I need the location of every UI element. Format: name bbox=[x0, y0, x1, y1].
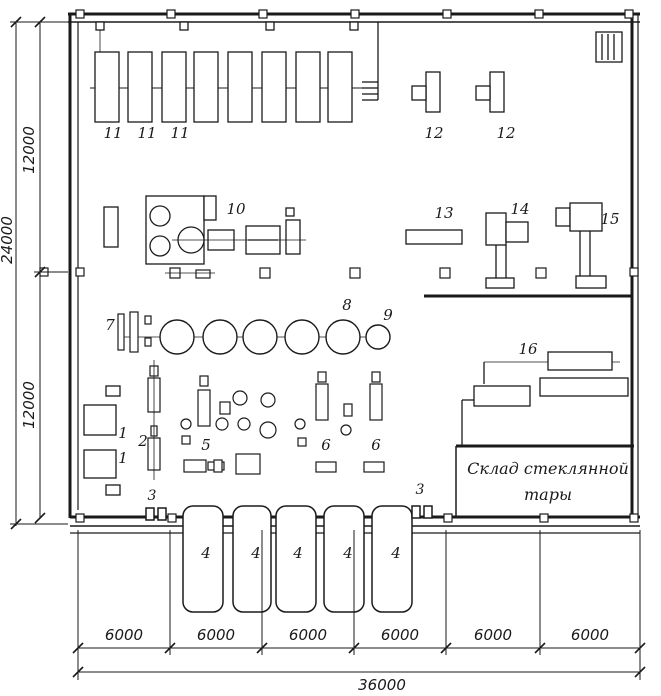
label-14: 14 bbox=[510, 200, 529, 218]
equipment-10 bbox=[103, 195, 306, 265]
label-6-a: 6 bbox=[321, 436, 331, 454]
label-10: 10 bbox=[226, 200, 246, 218]
label-13: 13 bbox=[434, 204, 453, 222]
dim-span-6: 6000 bbox=[571, 626, 609, 644]
label-3-b: 3 bbox=[416, 482, 425, 498]
label-1-a: 1 bbox=[118, 424, 128, 442]
equipment-1 bbox=[83, 385, 121, 496]
label-4-b: 4 bbox=[250, 544, 261, 562]
dim-span-2: 6000 bbox=[197, 626, 235, 644]
label-6-b: 6 bbox=[371, 436, 381, 454]
small-fittings bbox=[165, 267, 547, 279]
top-right-unit bbox=[595, 31, 623, 63]
label-5: 5 bbox=[201, 436, 211, 454]
label-9: 9 bbox=[383, 306, 393, 324]
label-1-b: 1 bbox=[118, 449, 128, 467]
label-3-a: 3 bbox=[148, 488, 157, 504]
label-4-e: 4 bbox=[390, 544, 401, 562]
label-12-a: 12 bbox=[424, 124, 443, 142]
dimension-lines bbox=[10, 21, 641, 680]
label-4-c: 4 bbox=[292, 544, 303, 562]
label-11-a: 11 bbox=[103, 124, 122, 142]
equipment-4-tanks bbox=[145, 505, 433, 613]
label-7: 7 bbox=[105, 316, 115, 334]
equipment-7 bbox=[117, 311, 152, 353]
dim-total-height: 24000 bbox=[0, 216, 16, 264]
label-11-b: 11 bbox=[137, 124, 156, 142]
equipment-5-6 bbox=[180, 390, 385, 475]
label-4-d: 4 bbox=[342, 544, 353, 562]
equipment-12 bbox=[411, 71, 505, 113]
dim-span-3: 6000 bbox=[289, 626, 327, 644]
label-4-a: 4 bbox=[200, 544, 211, 562]
storage-label-line-1: Склад стеклянной bbox=[467, 459, 629, 478]
equipment-8-9-round-tanks bbox=[120, 319, 391, 355]
label-15: 15 bbox=[600, 210, 619, 228]
equipment-2 bbox=[147, 360, 383, 480]
equipment-13-14-15 bbox=[405, 202, 607, 289]
dim-span-5: 6000 bbox=[474, 626, 512, 644]
dim-span-1: 6000 bbox=[105, 626, 143, 644]
storage-label-line-2: тары bbox=[524, 485, 572, 504]
dim-span-4: 6000 bbox=[381, 626, 419, 644]
dim-left-span-top: 12000 bbox=[20, 126, 38, 174]
label-11-c: 11 bbox=[170, 124, 189, 142]
dim-left-span-bottom: 12000 bbox=[20, 381, 38, 429]
dimension-ticks bbox=[10, 16, 646, 678]
label-16: 16 bbox=[518, 340, 538, 358]
equipment-11-tanks bbox=[90, 21, 379, 123]
label-2: 2 bbox=[137, 432, 148, 450]
equipment-16 bbox=[461, 351, 629, 446]
label-12-b: 12 bbox=[496, 124, 515, 142]
label-8: 8 bbox=[342, 296, 352, 314]
dim-total-width: 36000 bbox=[358, 676, 406, 694]
